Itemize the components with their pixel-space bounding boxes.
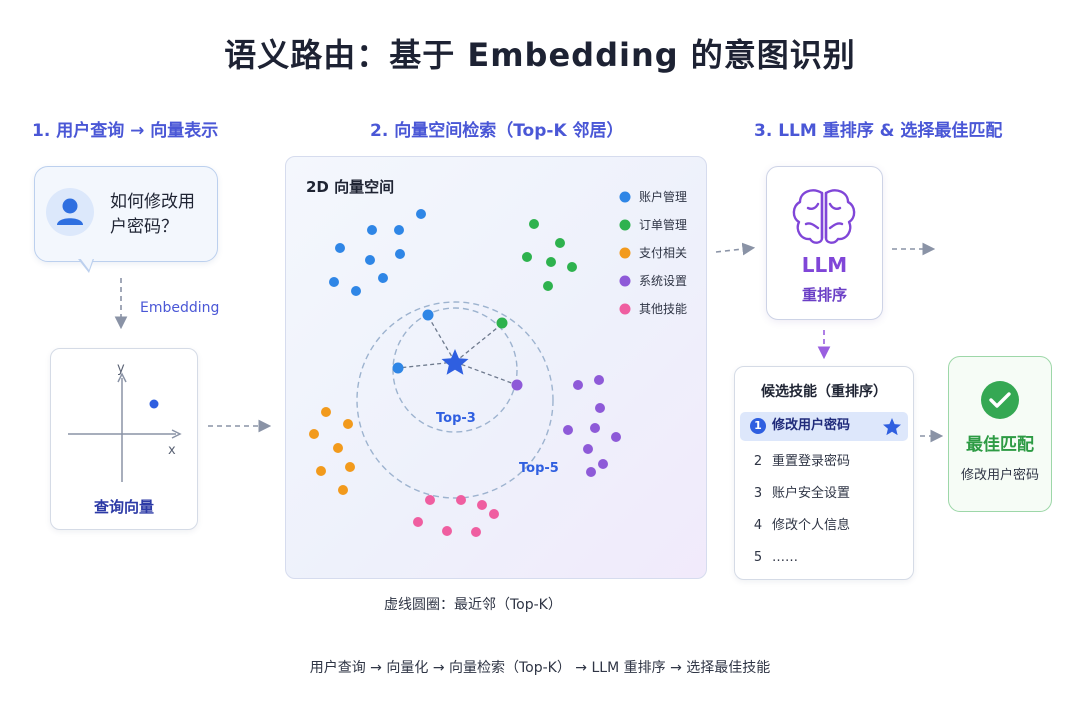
cluster-payment [309, 407, 355, 495]
legend-label-payment: 支付相关 [639, 246, 687, 260]
candidate-list-title: 候选技能（重排序） [761, 384, 887, 400]
top-5-ring [356, 301, 554, 499]
axis-x-label: x [168, 443, 176, 458]
cluster-other [413, 495, 499, 537]
legend-label-order: 订单管理 [639, 217, 687, 232]
best-match-label: 最佳匹配 [966, 435, 1034, 455]
cluster-system [511, 375, 621, 477]
legend-label-account: 账户管理 [639, 189, 687, 204]
candidate-list-card [734, 366, 914, 580]
query-vector-point [149, 399, 159, 409]
check-icon [981, 381, 1019, 419]
selected-star-icon [883, 418, 901, 436]
candidate-item: 1 修改用户密码 [750, 416, 850, 436]
embedding-label: Embedding [140, 300, 220, 316]
query-vector-label: 查询向量 [93, 498, 154, 516]
vector-space-title: 2D 向量空间 [306, 178, 395, 196]
bubble-tail-inner [80, 258, 93, 270]
neighbor-links [397, 315, 518, 386]
llm-label: LLM [801, 253, 848, 277]
candidate-item: 2 重置登录密码 [750, 452, 850, 472]
candidate-item: 5 …… [750, 548, 798, 568]
best-match-value: 修改用户密码 [960, 468, 1039, 483]
legend-swatch-other [619, 303, 631, 315]
candidate-item: 3 账户安全设置 [750, 484, 850, 504]
top-5-label: Top-5 [519, 461, 559, 476]
flow-summary: 用户查询 → 向量化 → 向量检索（Top-K） → LLM 重排序 → 选择最… [309, 660, 771, 676]
candidate-rank: 5 [753, 550, 763, 565]
ring-caption: 虚线圆圈：最近邻（Top-K） [384, 597, 562, 613]
query-vector-axes [68, 372, 182, 482]
legend-swatch-order [619, 219, 631, 231]
cluster-account [329, 209, 434, 374]
candidate-label: …… [772, 550, 798, 565]
vector-space-panel [285, 156, 707, 579]
brain-icon [792, 189, 856, 244]
candidate-label: 重置登录密码 [772, 454, 851, 469]
step-3-heading: 3. LLM 重排序 & 选择最佳匹配 [754, 121, 1003, 141]
step-2-heading: 2. 向量空间检索（Top-K 邻居） [370, 121, 624, 141]
legend-swatch-account [619, 191, 631, 203]
legend-swatch-payment [619, 247, 631, 259]
step-1-heading: 1. 用户查询 → 向量表示 [32, 121, 219, 141]
axis-y-label: y [117, 361, 125, 376]
candidate-item: 4 修改个人信息 [750, 516, 850, 536]
candidate-rank: 1 [750, 418, 766, 434]
candidate-label: 修改个人信息 [772, 518, 851, 533]
legend [619, 191, 631, 315]
legend-label-system: 系统设置 [639, 274, 687, 288]
legend-swatch-system [619, 275, 631, 287]
page-title: 语义路由：基于 Embedding 的意图识别 [224, 36, 856, 74]
candidate-rank: 2 [753, 454, 763, 469]
candidate-label: 账户安全设置 [772, 486, 851, 501]
query-text: 如何修改用户密码？ [110, 192, 195, 237]
selected-candidate-highlight [740, 412, 908, 441]
top-3-label: Top-3 [436, 411, 476, 426]
candidate-rank: 4 [753, 518, 763, 533]
arrow-space-to-llm [715, 242, 756, 256]
user-avatar-icon [46, 188, 94, 236]
candidate-label: 修改用户密码 [772, 418, 851, 433]
legend-label-other: 其他技能 [639, 302, 687, 316]
star-icon [441, 349, 469, 375]
llm-sublabel: 重排序 [801, 286, 847, 304]
candidate-rank: 3 [753, 486, 763, 501]
llm-rerank-card [766, 166, 883, 320]
cluster-order [496, 219, 577, 329]
